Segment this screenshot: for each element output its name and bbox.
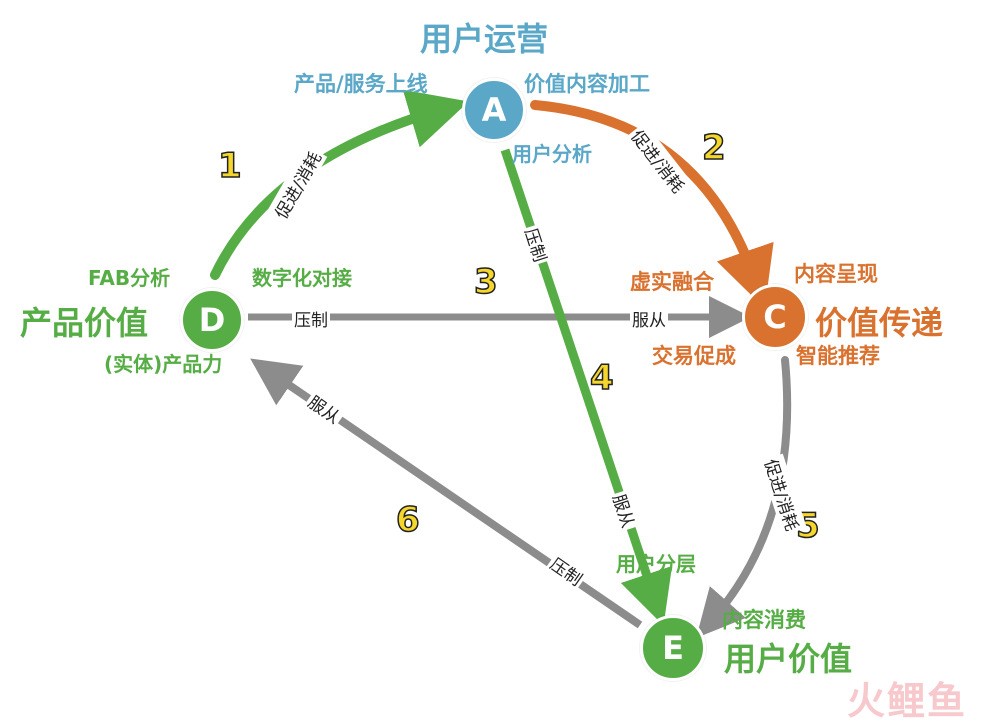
edge-2-arrow — [530, 100, 774, 309]
edge-6-number: 6 — [395, 499, 420, 541]
watermark-logo: 火鲤鱼 — [846, 679, 967, 723]
node-e-label-consume: 内容消费 — [722, 608, 806, 632]
node-c-label-present: 内容呈现 — [794, 262, 878, 286]
node-c-title: 价值传递 — [815, 304, 944, 342]
node-c-label-fusion: 虚实融合 — [630, 270, 714, 294]
edge-3-number: 3 — [473, 261, 498, 303]
node-c-circle[interactable]: C — [742, 284, 808, 350]
node-a-label-analysis: 用户分析 — [512, 142, 592, 166]
node-d-title: 产品价值 — [20, 304, 149, 342]
edge-1-arrow — [210, 89, 469, 280]
node-d-label-product: (实体)产品力 — [104, 352, 223, 376]
node-e-circle[interactable]: E — [640, 615, 706, 681]
node-a-circle[interactable]: A — [462, 78, 526, 142]
edge-1-number: 1 — [217, 145, 242, 187]
edge-4-line — [500, 148, 673, 626]
node-e-title: 用户价值 — [724, 640, 853, 678]
edge-4-number: 4 — [589, 357, 614, 399]
node-a-label-launch: 产品/服务上线 — [294, 72, 428, 96]
node-e-label-segment: 用户分层 — [616, 552, 696, 576]
node-d-label-digital: 数字化对接 — [252, 266, 352, 290]
node-c-label-deal: 交易促成 — [652, 344, 736, 368]
edge-3-text-suppress: 压制 — [292, 306, 330, 331]
node-c-label-recommend: 智能推荐 — [796, 344, 880, 368]
node-d-circle[interactable]: D — [180, 288, 244, 352]
node-a-title: 用户运营 — [420, 20, 549, 58]
node-d-label-fab: FAB分析 — [88, 266, 171, 290]
edge-2-number: 2 — [701, 127, 726, 169]
edge-3-text-obey: 服从 — [630, 306, 668, 331]
node-a-label-content: 价值内容加工 — [524, 72, 650, 96]
